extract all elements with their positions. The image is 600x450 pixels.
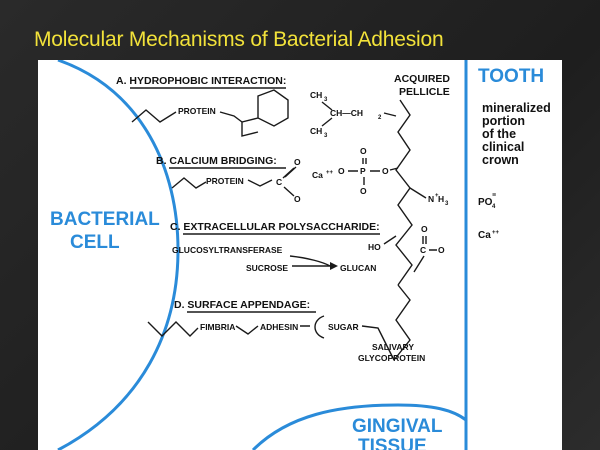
phosphate-o-top: O [360, 146, 367, 156]
carboxyl2-o-top: O [421, 224, 428, 234]
tooth-desc-3: of the [482, 127, 516, 141]
calcium-right-charge: ++ [492, 230, 500, 236]
phosphate-subscript: 4 [492, 204, 496, 210]
amine-sub: 3 [445, 201, 449, 207]
sugar-label: SUGAR [328, 322, 359, 332]
phosphate-bonds [348, 158, 399, 185]
phosphate-p: P [360, 166, 366, 176]
adhesion-diagram: BACTERIAL CELL TOOTH mineralized portion… [50, 60, 551, 450]
pellicle-chain-upper [395, 99, 413, 286]
gingival-tissue-curve [251, 403, 467, 450]
hydroxyl-bond [383, 235, 397, 245]
gingival-label-2: TISSUE [358, 436, 427, 450]
tooth-label: TOOTH [478, 66, 544, 87]
fimbria-link [235, 325, 259, 335]
gtf-label: GLUCOSYLTRANSFERASE [172, 245, 283, 255]
carboxyl-c2: C [420, 245, 426, 255]
sugar-link [361, 325, 395, 361]
slide-title: Molecular Mechanisms of Bacterial Adhesi… [34, 28, 444, 51]
benzene-ring [257, 89, 289, 127]
glucan-label: GLUCAN [340, 263, 376, 273]
gingival-label-1: GINGIVAL [352, 416, 443, 437]
calcium-left-label: Ca [312, 170, 323, 180]
watermark: 知乎 @袭文学 [474, 417, 563, 433]
carboxyl2-bonds [413, 236, 437, 273]
carboxyl2-o-right: O [438, 245, 445, 255]
amine-h: H [438, 194, 444, 204]
ring-side [241, 117, 259, 137]
carboxyl-o-bottom: O [294, 194, 301, 204]
amine-charge: + [435, 193, 439, 199]
bacterial-cell-label-1: BACTERIAL [50, 209, 160, 230]
bacterial-cell-label-2: CELL [70, 232, 120, 253]
fimbria-label: FIMBRIA [200, 322, 235, 332]
methyl-top: CH [310, 90, 322, 100]
salivary-label-2: GLYCOPROTEIN [358, 353, 425, 363]
pellicle-chain-lower [393, 284, 411, 361]
phosphate-label: PO [478, 197, 493, 208]
adhesin-label: ADHESIN [260, 322, 298, 332]
methyl-top-sub: 3 [324, 97, 328, 103]
pellicle-label-2: PELLICLE [399, 86, 450, 98]
phosphate-charge: ≡ [492, 192, 496, 199]
carboxyl-bonds [282, 166, 297, 197]
salivary-label-1: SALIVARY [372, 342, 414, 352]
methylene-sub: 2 [378, 115, 382, 121]
protein-b-chain [171, 177, 207, 189]
protein-a-link [219, 111, 243, 123]
phosphate-o-left: O [338, 166, 345, 176]
tooth-desc-2: portion [482, 114, 525, 128]
isopropyl-bonds [321, 101, 397, 127]
mechanism-d-label: D. SURFACE APPENDAGE: [174, 299, 310, 311]
phosphate-o-right: O [382, 166, 389, 176]
gtf-connector [289, 255, 331, 267]
adhesin-link [300, 315, 325, 339]
amine-bond [409, 187, 427, 199]
amine-label: N [428, 194, 434, 204]
tooth-desc-4: clinical [482, 140, 524, 154]
sucrose-arrowhead [330, 262, 338, 270]
diagram-panel: BACTERIAL CELL TOOTH mineralized portion… [38, 60, 562, 450]
protein-a-label: PROTEIN [178, 106, 216, 116]
protein-b-label: PROTEIN [206, 176, 244, 186]
protein-a-chain [131, 109, 177, 123]
methyl-bottom-sub: 3 [324, 133, 328, 139]
tooth-desc-5: crown [482, 153, 519, 167]
methine-label: CH—CH [330, 108, 363, 118]
fimbria-chain [147, 321, 199, 337]
bacterial-cell-membrane [57, 60, 180, 450]
mechanism-c-label: C. EXTRACELLULAR POLYSACCHARIDE: [170, 221, 380, 233]
phosphate-o-bottom: O [360, 186, 367, 196]
methyl-bottom: CH [310, 126, 322, 136]
mechanism-b-label: B. CALCIUM BRIDGING: [156, 155, 277, 167]
carboxyl-c: C [276, 177, 282, 187]
mechanism-a-label: A. HYDROPHOBIC INTERACTION: [116, 75, 286, 87]
hydroxyl-label: HO [368, 242, 381, 252]
carboxyl-o-top: O [294, 157, 301, 167]
calcium-right-label: Ca [478, 230, 491, 241]
tooth-desc-1: mineralized [482, 101, 551, 115]
pellicle-label-1: ACQUIRED [394, 73, 450, 85]
protein-b-link [247, 179, 273, 187]
sucrose-label: SUCROSE [246, 263, 288, 273]
calcium-left-charge: ++ [326, 170, 334, 176]
